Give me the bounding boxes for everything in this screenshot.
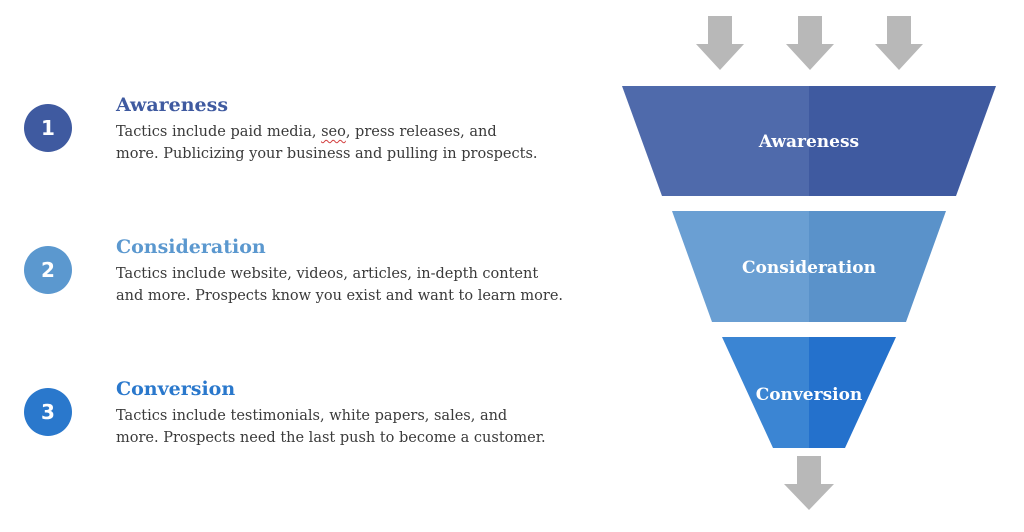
down-arrow-icon	[875, 16, 923, 70]
description-line: Tactics include testimonials, white pape…	[116, 408, 508, 424]
funnel-tier-right-face	[809, 86, 996, 196]
down-arrow-icon	[696, 16, 744, 70]
funnel-tier-right-face	[809, 337, 896, 448]
funnel-tier-label: Conversion	[756, 385, 863, 405]
stage-description: Tactics include website, videos, article…	[116, 263, 616, 307]
down-arrow-icon	[786, 16, 834, 70]
description-line: Tactics include paid media, seo, press r…	[116, 124, 497, 140]
funnel-tier-right-face	[809, 211, 946, 322]
stage-number-badge: 2	[24, 246, 72, 294]
description-line: more. Prospects need the last push to be…	[116, 430, 546, 446]
funnel-tier-left-face	[672, 211, 809, 322]
stage-number-badge: 1	[24, 104, 72, 152]
stage-title: Conversion	[116, 378, 236, 400]
funnel-tier-label: Awareness	[758, 132, 859, 152]
incoming-arrows	[696, 16, 923, 70]
description-line: and more. Prospects know you exist and w…	[116, 288, 564, 304]
funnel-tier-consideration: Consideration	[672, 211, 946, 322]
funnel-tier-left-face	[622, 86, 809, 196]
stage-item-awareness: 1 Awareness Tactics include paid media, …	[24, 94, 614, 174]
spellcheck-word: seo	[321, 124, 346, 140]
description-line: Tactics include website, videos, article…	[116, 266, 539, 282]
stage-number-badge: 3	[24, 388, 72, 436]
funnel-tier-awareness: Awareness	[622, 86, 996, 196]
funnel-tier-label: Consideration	[742, 258, 876, 278]
funnel-tier-left-face	[722, 337, 809, 448]
stage-title: Awareness	[116, 94, 229, 116]
stage-item-conversion: 3 Conversion Tactics include testimonial…	[24, 378, 614, 458]
description-line: more. Publicizing your business and pull…	[116, 146, 538, 162]
stage-title: Consideration	[116, 236, 266, 258]
funnel-tier-conversion: Conversion	[722, 337, 896, 448]
stage-item-consideration: 2 Consideration Tactics include website,…	[24, 236, 614, 316]
down-arrow-icon	[784, 456, 834, 510]
stage-description: Tactics include testimonials, white pape…	[116, 405, 616, 449]
stage-description: Tactics include paid media, seo, press r…	[116, 121, 616, 165]
